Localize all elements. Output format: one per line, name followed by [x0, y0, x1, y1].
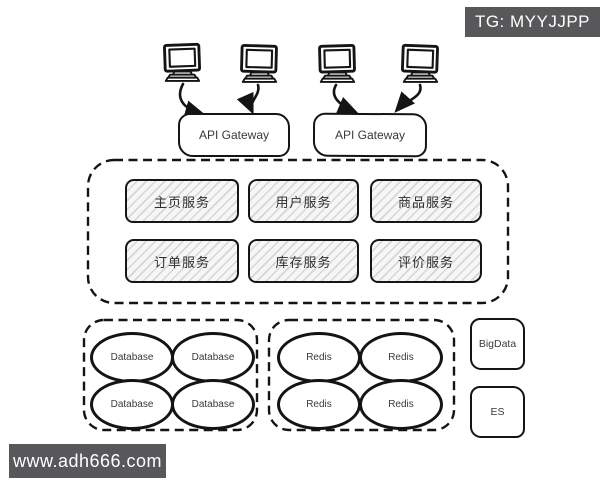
api-gateway-label: API Gateway [198, 128, 270, 142]
redis-label: Redis [388, 399, 414, 410]
service-box-product: 商品服务 [370, 179, 482, 223]
database-node: Database [171, 332, 255, 383]
service-label: 订单服务 [153, 254, 210, 270]
database-node: Database [90, 332, 174, 383]
redis-label: Redis [388, 352, 414, 363]
service-label: 主页服务 [153, 194, 210, 210]
database-label: Database [191, 352, 235, 363]
api-gateway-box: API Gateway [312, 112, 428, 158]
api-gateway-box: API Gateway [178, 113, 290, 157]
redis-label: Redis [306, 399, 332, 410]
client-monitor-icon [399, 43, 441, 85]
service-label: 评价服务 [397, 254, 454, 270]
redis-node: Redis [277, 379, 361, 430]
redis-node: Redis [277, 332, 361, 383]
watermark-bottom-left: www.adh666.com [9, 444, 166, 478]
database-label: Database [110, 399, 154, 410]
redis-label: Redis [306, 352, 332, 363]
service-label: 用户服务 [275, 194, 332, 210]
client-monitor-icon [161, 42, 203, 84]
service-box-inventory: 库存服务 [248, 239, 359, 283]
service-box-home: 主页服务 [125, 179, 239, 223]
es-label: ES [490, 406, 505, 418]
database-node: Database [171, 379, 255, 430]
service-box-order: 订单服务 [125, 239, 239, 283]
service-box-review: 评价服务 [370, 239, 482, 283]
database-label: Database [110, 352, 154, 363]
client-monitor-icon [238, 43, 280, 85]
database-label: Database [191, 399, 235, 410]
watermark-text: TG: MYYJJPP [474, 12, 591, 31]
bigdata-label: BigData [478, 338, 517, 350]
api-gateway-label: API Gateway [334, 127, 406, 143]
es-box: ES [470, 386, 525, 438]
database-node: Database [90, 379, 174, 430]
service-label: 库存服务 [275, 254, 332, 270]
redis-node: Redis [359, 379, 443, 430]
watermark-top-right: TG: MYYJJPP [465, 7, 600, 37]
service-box-user: 用户服务 [248, 179, 359, 223]
client-monitor-icon [316, 43, 358, 85]
bigdata-box: BigData [470, 318, 525, 370]
watermark-text: www.adh666.com [12, 450, 163, 471]
redis-node: Redis [359, 332, 443, 383]
service-label: 商品服务 [397, 194, 454, 210]
